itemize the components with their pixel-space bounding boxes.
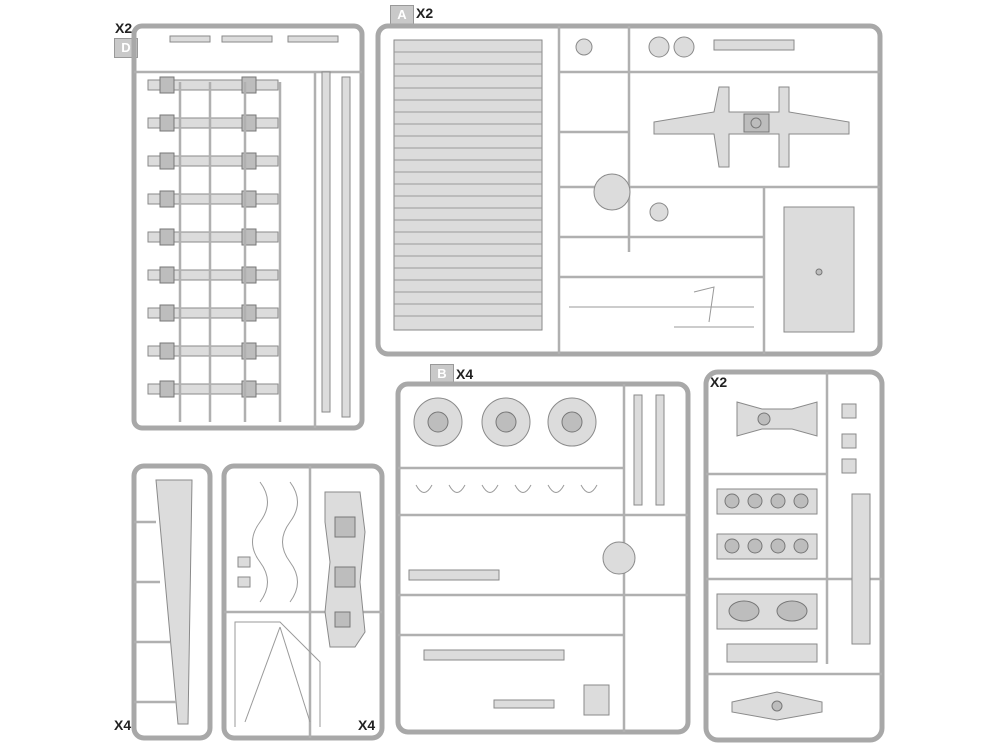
sprue-f-qty: X4 bbox=[358, 717, 376, 733]
sprue-d-rail bbox=[147, 155, 279, 167]
sprue-d-top-parts bbox=[169, 35, 339, 43]
sprue-c-plate bbox=[716, 593, 818, 630]
sprue-b-clamp bbox=[514, 484, 532, 493]
sprue-d-qty: X2 bbox=[115, 20, 133, 36]
sprue-d-rail bbox=[147, 193, 279, 205]
sprue-a-plate bbox=[783, 206, 855, 333]
sprue-d-rail bbox=[147, 307, 279, 319]
sprue-b bbox=[395, 381, 691, 735]
sprue-b-clamp bbox=[481, 484, 499, 493]
sprue-c-qty: X2 bbox=[710, 374, 728, 390]
sprue-f-a-frame bbox=[234, 621, 321, 727]
sprue-f-side-frame bbox=[324, 491, 366, 648]
sprue-b-clamp bbox=[415, 484, 433, 493]
sprue-d-rail bbox=[147, 79, 279, 91]
sprue-a-round-parts bbox=[575, 36, 695, 222]
sprue-c-squares bbox=[841, 403, 857, 474]
sprue-c-bracket bbox=[736, 401, 818, 437]
sprue-b-qty: X4 bbox=[456, 366, 474, 382]
sprue-e-qty: X4 bbox=[114, 717, 132, 733]
sprue-d bbox=[131, 23, 365, 431]
sprue-a-chassis-frame bbox=[653, 86, 850, 168]
sprue-d-rail bbox=[147, 117, 279, 129]
sprue-f bbox=[221, 463, 385, 741]
sprue-d-rail bbox=[147, 345, 279, 357]
sprue-b-clamp bbox=[448, 484, 466, 493]
sprue-b-wheels bbox=[413, 397, 597, 447]
sprue-a bbox=[375, 23, 883, 357]
sprue-b-clamp bbox=[547, 484, 565, 493]
sprue-d-rail bbox=[147, 231, 279, 243]
sprue-d-rail bbox=[147, 269, 279, 281]
sprue-e bbox=[131, 463, 213, 741]
sprue-f-leaf-springs bbox=[252, 481, 298, 603]
sprue-a-floor-panel bbox=[393, 39, 543, 331]
sprue-a-qty: X2 bbox=[416, 5, 434, 21]
sprue-b-clamp bbox=[580, 484, 598, 493]
sprue-d-rail bbox=[147, 383, 279, 395]
sprue-c bbox=[703, 369, 885, 743]
sprue-e-beam bbox=[155, 479, 193, 725]
